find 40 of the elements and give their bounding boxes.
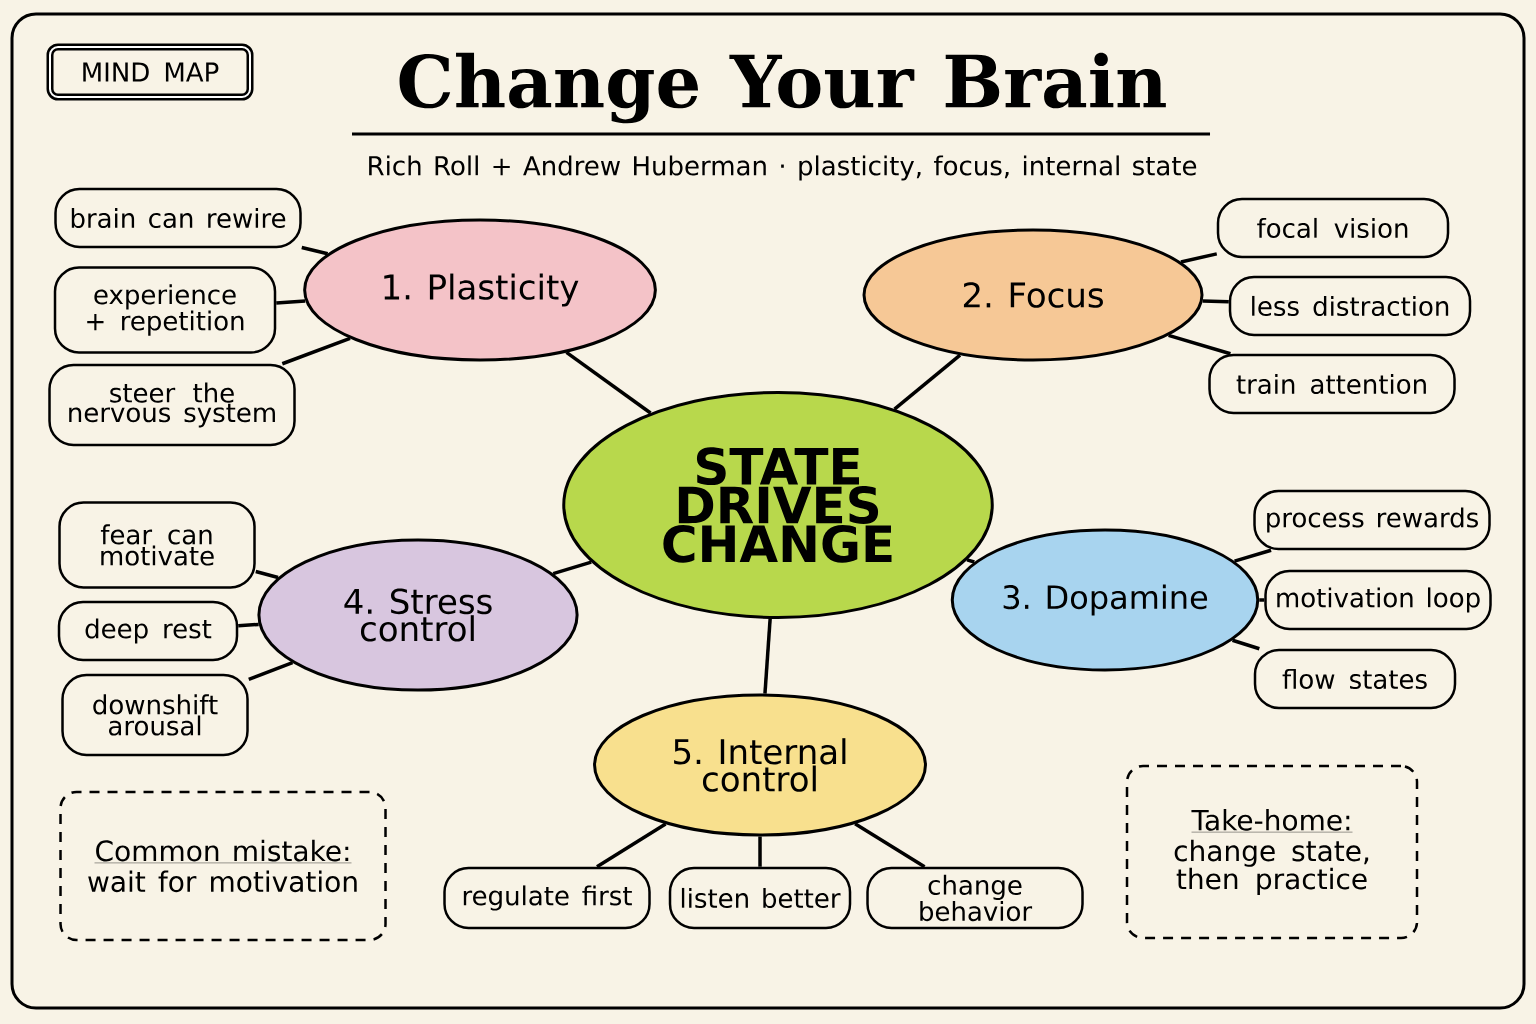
leaf-box: downshift arousal xyxy=(61,673,249,757)
leaf-box: fear can motivate xyxy=(58,501,256,589)
tag-box: MIND MAP xyxy=(46,43,254,101)
connector-line xyxy=(281,336,351,366)
leaf-box: less distraction xyxy=(1228,275,1472,337)
connector-line xyxy=(966,558,975,564)
connector-line xyxy=(758,836,762,867)
connector-line xyxy=(565,350,652,415)
leaf-box: process rewards xyxy=(1253,489,1491,551)
connector-line xyxy=(1202,299,1229,304)
connector-line xyxy=(763,618,772,694)
leaf-box: change behavior xyxy=(866,866,1084,930)
leaf-box: brain can rewire xyxy=(54,187,302,249)
note-box: Take-home: change state, then practice xyxy=(1125,764,1419,940)
connector-line xyxy=(1234,548,1272,563)
connector-line xyxy=(854,822,926,869)
subtitle: Rich Roll + Andrew Huberman · plasticity, focus, internal state xyxy=(369,155,1197,181)
connector-line xyxy=(1180,252,1218,264)
connector-line xyxy=(552,560,592,576)
title: Change Your Brain xyxy=(399,52,1166,124)
connector-line xyxy=(301,245,329,256)
leaf-box: focal vision xyxy=(1216,197,1450,259)
leaf-box: regulate first xyxy=(443,866,651,930)
leaf-box: listen better xyxy=(668,866,852,930)
connector-line xyxy=(1231,638,1260,651)
connector-line xyxy=(1259,598,1265,602)
leaf-box: motivation loop xyxy=(1264,569,1492,631)
connector-line xyxy=(1168,333,1231,356)
note-box: Common mistake: wait for motivation xyxy=(59,790,387,942)
connector-line xyxy=(238,622,259,628)
leaf-box: experience + repetition xyxy=(53,266,277,354)
connector-line xyxy=(893,353,962,411)
connector-line xyxy=(255,569,279,580)
connector-line xyxy=(276,299,306,305)
connector-line xyxy=(596,822,667,869)
leaf-box: steer the nervous system xyxy=(48,363,296,447)
leaf-box: flow states xyxy=(1253,648,1457,710)
leaf-box: deep rest xyxy=(57,600,239,662)
connector-line xyxy=(248,661,294,681)
leaf-box: train attention xyxy=(1208,353,1456,415)
